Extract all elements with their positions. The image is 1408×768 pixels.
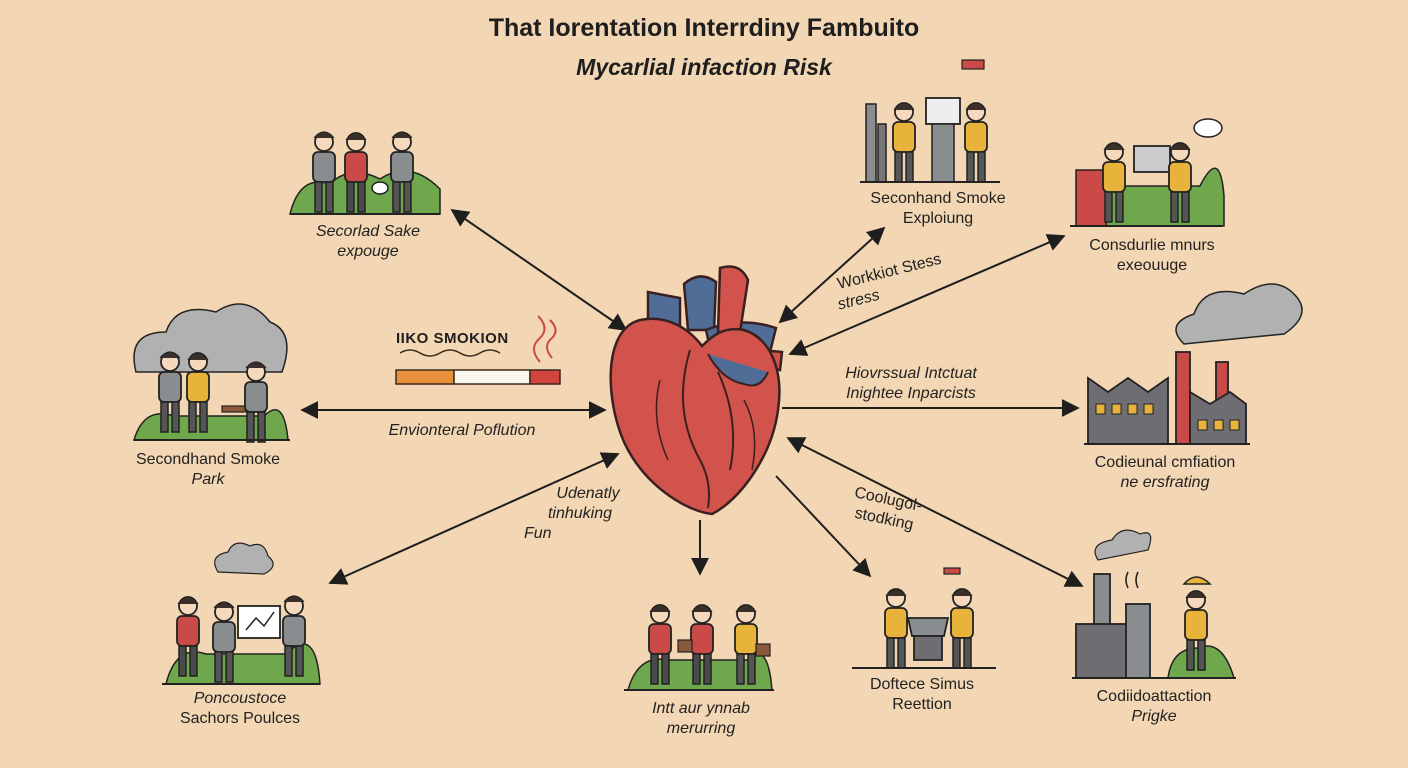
caption-line: Doftece Simus [869,676,975,693]
edge-label-line: Fun [524,525,552,542]
heart-icon [609,265,784,516]
family-walking-icon [624,604,774,691]
cigarette-label: IIKO SMOKION [396,330,509,347]
workers-machine-icon [860,59,1000,183]
caption-line: Consdurlie mnurs [1089,237,1215,254]
caption-line: Poncoustoce [193,690,287,707]
industrial-worker-icon [1072,529,1236,679]
arrow-bottom-left [328,452,620,585]
diagram-subtitle: Mycarlial infaction Risk [576,54,832,80]
factory-icon [1084,283,1303,445]
node-caption-top-right: Consdurlie mnurs exeouuge [1070,236,1234,276]
family-park-icon [289,131,441,215]
cigarette-icon [395,315,561,385]
caption-line: Park [191,471,225,488]
caption-line: Codieunal cmfiation [1094,454,1236,471]
caption-line: Sachors Poulces [179,710,301,727]
edge-label-udenatly: Udenatly tinhuking Fun [520,484,640,544]
workers-screen-icon [1070,118,1225,227]
arrow-top-right [788,234,1066,356]
family-computer-icon [162,542,321,685]
node-caption-bottom-center: Intt aur ynnab merurring [618,699,784,739]
caption-line: Exploiung [902,210,974,227]
node-caption-middle-left: Secondhand Smoke Park [118,450,298,490]
node-caption-bottom-left: Poncoustoce Sachors Poulces [150,689,330,729]
diagram-title: That Iorentation Interrdiny Fambuito [488,14,920,42]
edge-label-line: Udenatly [556,485,620,502]
edge-label-line: Hiovrssual Intctuat [845,365,977,382]
caption-line: Prigke [1131,708,1177,725]
arrow-bottom-right [786,437,1084,587]
node-caption-bottom-right: Codiidoattaction Prigke [1070,687,1238,727]
caption-line: ne ersfrating [1120,474,1210,491]
caption-line: Reettion [892,696,952,713]
park-smoke-icon [132,303,290,443]
caption-line: merurring [666,720,736,737]
node-caption-top-left: Secorlad Sake expouge [300,222,436,262]
caption-line: Secorlad Sake [315,223,421,240]
caption-line: Codiidoattaction [1096,688,1212,705]
caption-line: Secondhand Smoke [135,451,281,468]
node-caption-bottom-center-right: Doftece Simus Reettion [846,675,998,715]
edge-label-line: tinhuking [547,505,613,522]
node-caption-middle-right: Codieunal cmfiation ne ersfrating [1070,453,1260,493]
cooking-workers-icon [852,567,996,669]
caption-line: Seconhand Smoke [870,190,1006,207]
node-caption-top-center-right: Seconhand Smoke Exploiung [850,189,1026,229]
caption-line: exeouuge [1116,257,1188,274]
arrow-top-left [450,208,628,332]
caption-line: Intt aur ynnab [652,700,750,717]
caption-line: expouge [337,243,399,260]
edge-label-line: Inightee Inparcists [846,385,976,402]
edge-label-household: Hiovrssual Intctuat Inightee Inparcists [826,364,996,404]
edge-label-pollution: Envionteral Poflution [388,422,536,439]
